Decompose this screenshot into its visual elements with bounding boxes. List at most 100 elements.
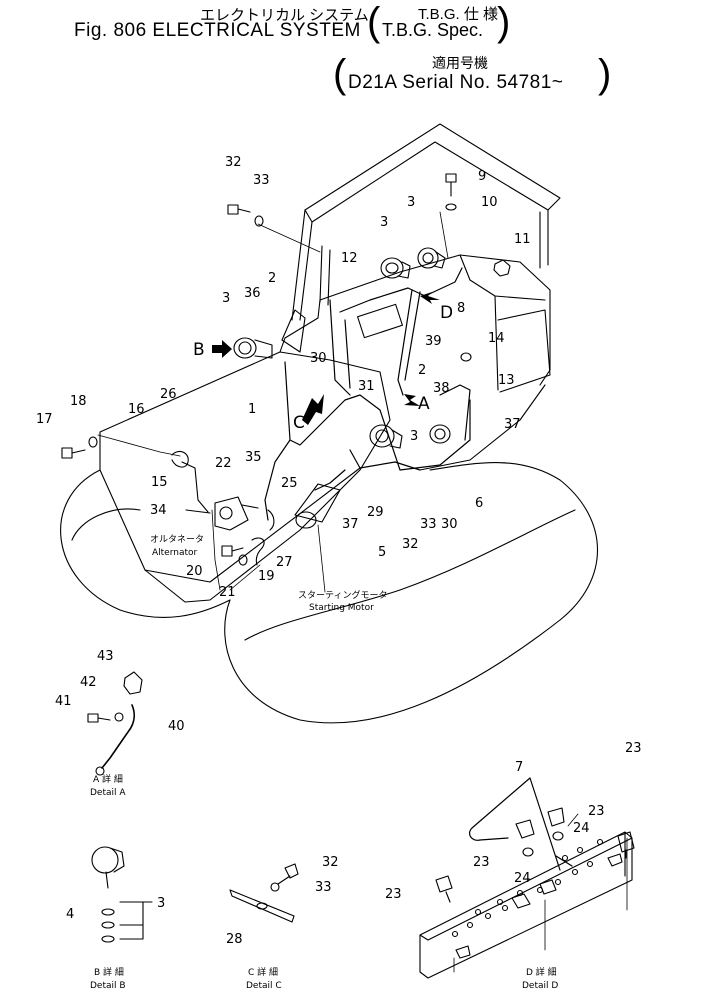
harness-to-starter [314, 469, 346, 491]
callout-1: 1 [248, 402, 256, 417]
leader-d [453, 813, 628, 973]
washer-21 [238, 554, 248, 566]
clip-27 [267, 509, 275, 531]
counterweight [497, 309, 551, 393]
view-markers: B C A D [193, 303, 453, 433]
washer-10 [445, 203, 457, 211]
callout-36: 36 [244, 286, 261, 301]
work-lamp-top-1 [380, 257, 411, 279]
callout-37: 37 [342, 517, 359, 532]
callout-26: 26 [160, 387, 177, 402]
washer-4 [101, 908, 115, 916]
detail-c: 32 33 28 C 詳 細 Detail C [226, 855, 339, 991]
detail-d-label-jp: D 詳 細 [526, 966, 557, 978]
callout-33: 33 [420, 517, 437, 532]
callout-25: 25 [281, 476, 298, 491]
callout-27: 27 [276, 555, 293, 570]
callout-37: 37 [504, 417, 521, 432]
detail-a: 43 42 41 40 A 詳 細 Detail A [55, 649, 185, 798]
alternator-label-jp: オルタネータ [150, 534, 204, 545]
frame-body [99, 351, 391, 603]
callout-16: 16 [128, 402, 145, 417]
bolt-9 [445, 173, 457, 197]
bracket-line [119, 901, 153, 940]
harness-vertical [397, 289, 421, 396]
components [61, 173, 511, 566]
starter-leader [317, 524, 326, 593]
front-slope [419, 384, 546, 471]
clip-19 [251, 537, 265, 566]
callout-33: 33 [315, 880, 332, 895]
title-japanese: エレクトリカル システム [200, 7, 369, 24]
callout-43: 43 [97, 649, 114, 664]
spec-japanese: T.B.G. 仕 様 [418, 6, 499, 23]
figure-title: Fig. 806 ELECTRICAL SYSTEM [74, 20, 361, 41]
right-track-inner [244, 509, 576, 641]
callout-13: 13 [498, 373, 515, 388]
sensor-cable-7 [468, 777, 573, 871]
callout-23: 23 [473, 855, 490, 870]
clamp-28 [229, 889, 295, 923]
detail-b-label-jp: B 詳 細 [94, 966, 124, 978]
callout-34: 34 [150, 503, 167, 518]
detail-a-label-jp: A 詳 細 [93, 773, 123, 785]
harness-right [439, 384, 471, 441]
callout-23: 23 [588, 804, 605, 819]
washer-33 [270, 882, 280, 892]
callout-31: 31 [358, 379, 375, 394]
panel-box [419, 831, 633, 979]
callout-12: 12 [341, 251, 358, 266]
bolt-20 [221, 545, 244, 557]
frame-top [279, 317, 319, 353]
starter-label-jp: スターティングモータ [298, 589, 387, 601]
serial-number: D21A Serial No. 54781~ [348, 72, 564, 93]
harness-cab [329, 299, 351, 396]
clip-16 [171, 450, 189, 468]
detail-b-label: Detail B [90, 981, 126, 991]
starter-label: Starting Motor [309, 603, 374, 613]
serial-japanese: 適用号機 [432, 55, 488, 71]
spec-open-paren: ( [367, 0, 381, 44]
view-marker-d: D [440, 303, 453, 323]
callout-2: 2 [418, 363, 426, 378]
cab-pillar [319, 245, 331, 306]
callout-30: 30 [441, 517, 458, 532]
serial-close-paren: ) [598, 52, 612, 96]
callout-9: 9 [478, 169, 486, 184]
part-labels: オルタネータ Alternator スターティングモータ Starting Mo… [150, 534, 387, 613]
callout-32: 32 [402, 537, 419, 552]
spec-close-paren: ) [497, 0, 511, 44]
arrow-a [404, 394, 420, 406]
starting-motor [294, 483, 341, 529]
harness-upper [339, 267, 463, 313]
connector-23 [515, 819, 535, 839]
callout-38: 38 [433, 381, 450, 396]
grommet-24 [552, 831, 564, 841]
washer-33 [254, 215, 264, 227]
callout-35: 35 [245, 450, 262, 465]
ground-cable-40 [101, 704, 135, 769]
detail-d-label: Detail D [522, 981, 558, 991]
callout-28: 28 [226, 932, 243, 947]
callouts-main: 32 33 3 3 9 10 11 12 2 3 36 8 30 39 14 1… [36, 155, 531, 600]
callout-40: 40 [168, 719, 185, 734]
spec-label: T.B.G. Spec. [382, 20, 484, 40]
detail-c-label-jp: C 詳 細 [248, 966, 278, 978]
callout-10: 10 [481, 195, 498, 210]
grommet-24 [522, 847, 534, 857]
left-track-inner [71, 508, 141, 541]
frame-edge [144, 467, 361, 583]
bolt-32 [277, 863, 299, 885]
arrow-d [420, 292, 440, 304]
callout-18: 18 [70, 394, 87, 409]
callout-21: 21 [219, 585, 236, 600]
right-track [224, 462, 599, 724]
connector-43 [123, 671, 143, 695]
harness-main [284, 361, 471, 471]
connector-23 [435, 875, 453, 903]
lamp-bracket [281, 309, 306, 353]
wiring-harness [264, 267, 471, 521]
callout-11: 11 [514, 232, 531, 247]
panel-holes [451, 838, 604, 938]
